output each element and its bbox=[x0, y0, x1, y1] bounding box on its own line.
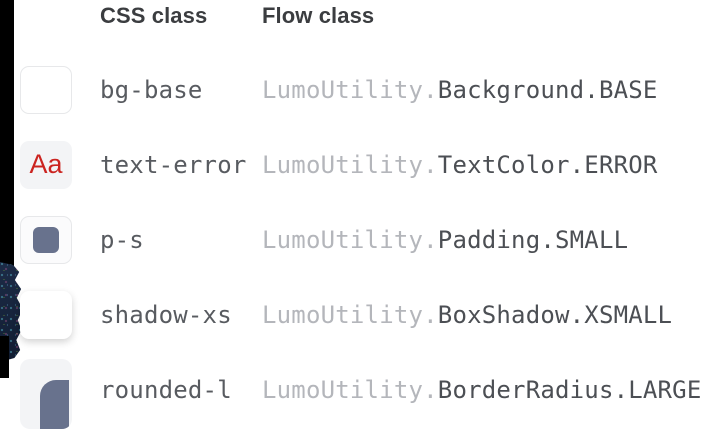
padding-inner-box bbox=[33, 226, 59, 253]
cropped-edge-artifact-bottom bbox=[0, 336, 9, 378]
css-class-column-header: CSS class bbox=[100, 3, 208, 28]
flow-class-name: LumoUtility.BorderRadius.LARGE bbox=[262, 376, 702, 404]
flow-class-column-header: Flow class bbox=[262, 3, 375, 28]
flow-class-name: LumoUtility.TextColor.ERROR bbox=[262, 151, 702, 179]
flow-class-main: BorderRadius.LARGE bbox=[437, 375, 702, 404]
flow-class-name: LumoUtility.Padding.SMALL bbox=[262, 226, 702, 254]
css-class-name: text-error bbox=[100, 150, 247, 179]
text-error-preview-swatch: Aa bbox=[20, 140, 72, 189]
flow-class-prefix: LumoUtility. bbox=[262, 375, 438, 404]
table-row-shadow-xs: shadow-xs LumoUtility.BoxShadow.XSMALL bbox=[0, 277, 702, 352]
table-row-bg-base: bg-base LumoUtility.Background.BASE bbox=[0, 52, 702, 127]
css-class-name: bg-base bbox=[100, 75, 203, 104]
border-radius-preview-swatch bbox=[20, 358, 72, 429]
table-row-rounded-l: rounded-l LumoUtility.BorderRadius.LARGE bbox=[0, 352, 702, 429]
table-header-row: CSS class Flow class bbox=[0, 0, 702, 52]
box-shadow-preview-swatch bbox=[20, 290, 72, 339]
flow-class-prefix: LumoUtility. bbox=[262, 150, 438, 179]
flow-class-main: Padding.SMALL bbox=[437, 225, 629, 254]
flow-class-prefix: LumoUtility. bbox=[262, 300, 438, 329]
border-radius-inner-box bbox=[40, 379, 69, 429]
table-row-text-error: Aa text-error LumoUtility.TextColor.ERRO… bbox=[0, 127, 702, 202]
css-class-name: p-s bbox=[100, 225, 144, 254]
css-class-name: shadow-xs bbox=[100, 300, 232, 329]
flow-class-main: BoxShadow.XSMALL bbox=[437, 300, 673, 329]
padding-preview-swatch bbox=[20, 215, 72, 264]
table-row-p-s: p-s LumoUtility.Padding.SMALL bbox=[0, 202, 702, 277]
flow-class-main: TextColor.ERROR bbox=[437, 150, 658, 179]
flow-class-name: LumoUtility.BoxShadow.XSMALL bbox=[262, 301, 702, 329]
flow-class-prefix: LumoUtility. bbox=[262, 75, 438, 104]
text-sample: Aa bbox=[29, 149, 63, 179]
css-class-name: rounded-l bbox=[100, 375, 232, 404]
cropped-edge-artifact-top bbox=[0, 0, 14, 268]
flow-class-main: Background.BASE bbox=[437, 75, 658, 104]
bg-base-preview-swatch bbox=[20, 65, 72, 114]
flow-class-prefix: LumoUtility. bbox=[262, 225, 438, 254]
flow-class-name: LumoUtility.Background.BASE bbox=[262, 76, 702, 104]
